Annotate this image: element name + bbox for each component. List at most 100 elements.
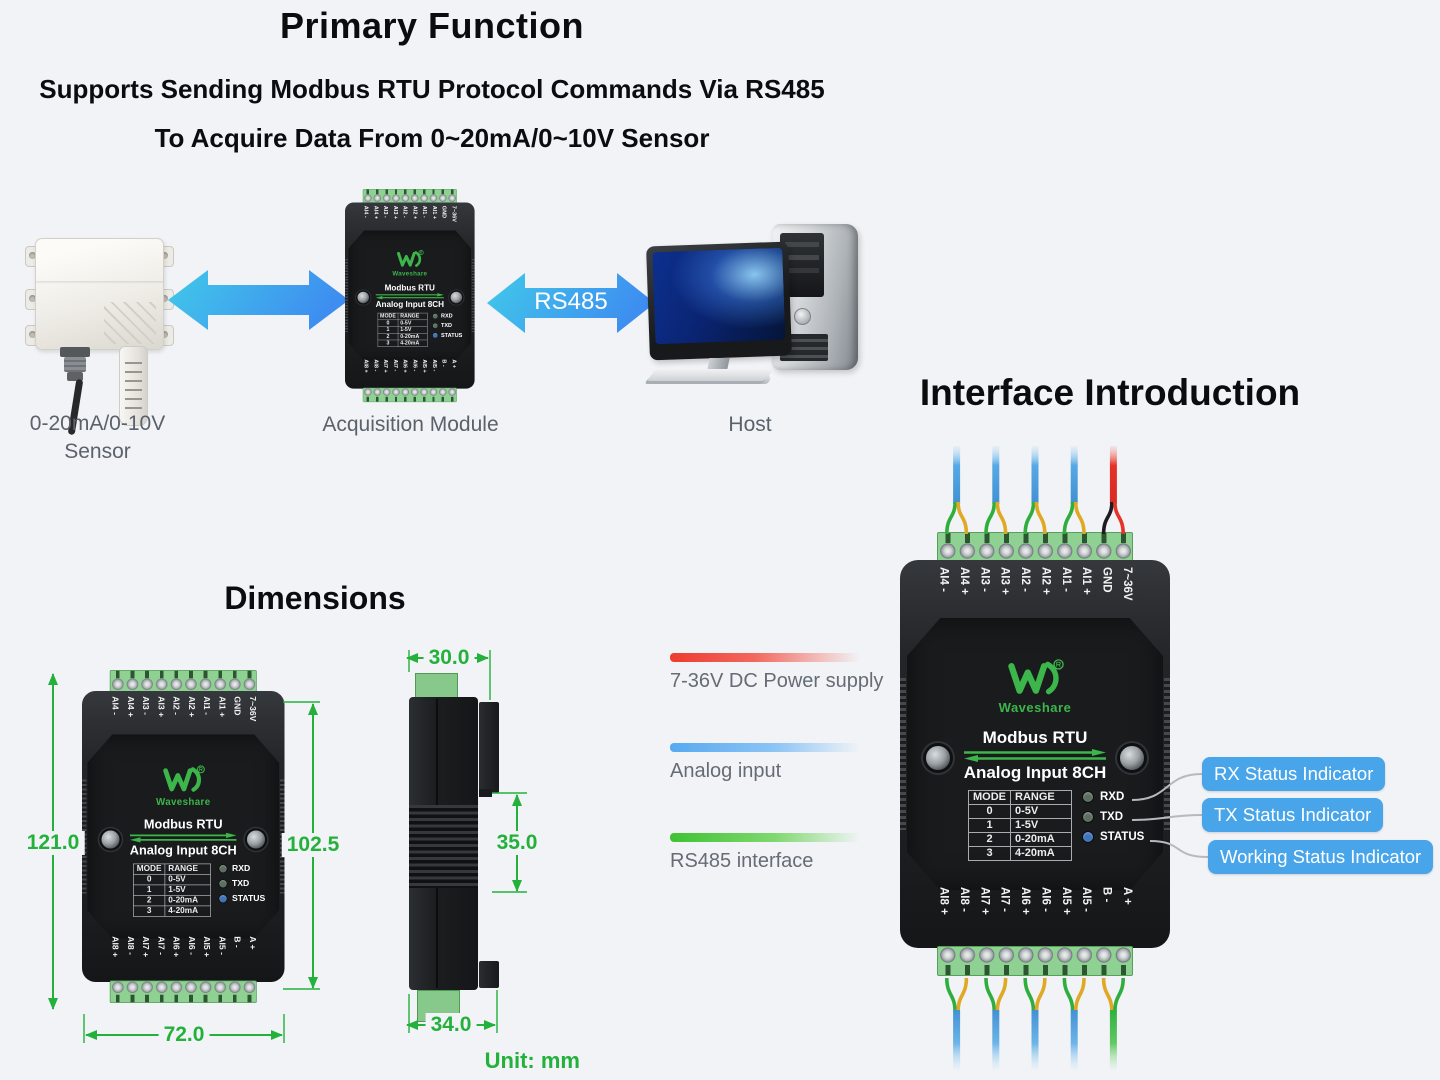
rs485-legend-bar bbox=[670, 833, 860, 842]
mode-cell: 3 bbox=[133, 905, 166, 917]
vent-lines bbox=[104, 302, 156, 344]
terminal-label: AI5 - bbox=[217, 936, 227, 955]
status-led-icon bbox=[432, 332, 439, 339]
led-row-rxd: RXD bbox=[432, 313, 462, 320]
top-terminal-block bbox=[937, 532, 1133, 562]
terminal-label: AI2 + bbox=[411, 205, 418, 220]
mode-cell: 1 bbox=[968, 818, 1011, 833]
mode-range-table: MODE RANGE 0 0-5V 1 1-5V 2 0-20mA 3 bbox=[377, 312, 428, 347]
terminal-label: AI2 + bbox=[1039, 567, 1052, 595]
range-cell: 1-5V bbox=[397, 326, 428, 334]
table-row: 0 0-5V bbox=[133, 874, 211, 886]
terminal-label: AI7 - bbox=[998, 887, 1011, 912]
table-header-row: MODE RANGE bbox=[133, 863, 211, 875]
primary-function-subtitle-2: To Acquire Data From 0~20mA/0~10V Sensor bbox=[154, 123, 710, 153]
terminal-label: GND bbox=[441, 205, 448, 219]
table-header-mode: MODE bbox=[968, 790, 1011, 805]
range-cell: 0-20mA bbox=[397, 332, 428, 341]
terminal-label: AI6 - bbox=[411, 359, 418, 372]
status-led-icon bbox=[218, 894, 228, 904]
analog-input-wires-top bbox=[945, 446, 1125, 535]
terminal-label: AI7 + bbox=[140, 936, 150, 958]
table-row: 2 0-20mA bbox=[377, 332, 428, 341]
table-header-row: MODE RANGE bbox=[377, 312, 428, 321]
terminal-label: AI5 + bbox=[1059, 887, 1072, 915]
cable-gland bbox=[60, 347, 90, 357]
terminal-label: B - bbox=[1100, 887, 1113, 903]
product-title: Modbus RTU bbox=[143, 817, 223, 832]
terminal-label: A + bbox=[451, 359, 457, 368]
range-cell: 0-5V bbox=[1010, 804, 1072, 819]
terminal-label: AI6 + bbox=[402, 359, 408, 373]
dim-label-width: 72.0 bbox=[158, 1023, 210, 1047]
led-indicators: RXD TXD STATUS bbox=[432, 313, 462, 339]
module-caption: Acquisition Module bbox=[322, 413, 499, 436]
module-body: AI4 -AI4 +AI3 -AI3 +AI2 -AI2 +AI1 -AI1 +… bbox=[345, 202, 475, 389]
terminal-screws bbox=[110, 678, 256, 692]
rxd-led-icon bbox=[432, 313, 439, 320]
terminal-label: AI6 + bbox=[171, 936, 181, 958]
mode-cell: 0 bbox=[133, 874, 166, 886]
unit-note: Unit: mm bbox=[484, 1048, 580, 1073]
waveshare-logo-icon bbox=[345, 249, 475, 268]
primary-function-subtitle-1: Supports Sending Modbus RTU Protocol Com… bbox=[39, 74, 825, 104]
rs485-legend-label: RS485 interface bbox=[670, 850, 814, 872]
product-subtitle: Analog Input 8CH bbox=[375, 299, 445, 309]
terminal-clamps bbox=[938, 965, 1132, 975]
terminal-label: AI1 + bbox=[431, 205, 438, 220]
duplex-arrows-icon bbox=[960, 749, 1110, 762]
table-header-mode: MODE bbox=[133, 863, 166, 875]
range-cell: 1-5V bbox=[1010, 818, 1072, 833]
rxd-led-icon bbox=[1082, 791, 1094, 803]
terminal-label: AI1 - bbox=[421, 205, 428, 218]
side-view-din-clip bbox=[479, 789, 492, 797]
tx-status-callout: TX Status Indicator bbox=[1202, 798, 1384, 832]
mode-cell: 0 bbox=[968, 804, 1011, 819]
product-subtitle: Analog Input 8CH bbox=[129, 843, 237, 858]
cable-gland bbox=[67, 372, 83, 381]
terminal-label: AI6 - bbox=[1039, 887, 1052, 912]
table-row: 0 0-5V bbox=[968, 804, 1072, 819]
table-row: 0 0-5V bbox=[377, 319, 428, 327]
bidirectional-arrow-icon bbox=[168, 270, 349, 330]
table-row: 1 1-5V bbox=[133, 884, 211, 896]
terminal-label: GND bbox=[232, 696, 242, 716]
module-body: AI4 -AI4 +AI3 -AI3 +AI2 -AI2 +AI1 -AI1 +… bbox=[900, 560, 1170, 948]
table-row: 1 1-5V bbox=[968, 818, 1072, 833]
module-body: AI4 -AI4 +AI3 -AI3 +AI2 -AI2 +AI1 -AI1 +… bbox=[82, 691, 285, 982]
terminal-label: AI4 - bbox=[110, 696, 120, 715]
bottom-terminal-block bbox=[109, 980, 257, 1003]
terminal-label: AI4 + bbox=[125, 696, 135, 718]
terminal-clamps bbox=[363, 396, 457, 402]
terminal-label: AI7 + bbox=[382, 359, 389, 373]
range-cell: 4-20mA bbox=[164, 905, 211, 917]
terminal-label: AI8 + bbox=[363, 359, 369, 373]
terminal-label: B - bbox=[232, 936, 242, 948]
terminal-screws bbox=[363, 194, 457, 203]
table-row: 2 0-20mA bbox=[968, 832, 1072, 847]
side-view-heatsink-ribs bbox=[409, 805, 478, 888]
cable-gland bbox=[64, 357, 86, 372]
terminal-label: AI1 - bbox=[201, 696, 211, 715]
terminal-label: AI3 - bbox=[978, 567, 991, 592]
terminal-label: 7~36V bbox=[451, 205, 457, 222]
terminal-label: AI8 + bbox=[110, 936, 120, 958]
product-title: Modbus RTU bbox=[384, 283, 435, 293]
mode-range-table: MODE RANGE 0 0-5V 1 1-5V 2 0-20mA 3 bbox=[133, 863, 211, 917]
terminal-label: AI8 + bbox=[937, 887, 950, 915]
led-row-rxd: RXD bbox=[218, 864, 266, 874]
terminal-label: AI2 + bbox=[186, 696, 196, 718]
interface-introduction-title: Interface Introduction bbox=[919, 372, 1301, 413]
led-indicators: RXD TXD STATUS bbox=[218, 864, 266, 904]
led-row-status: STATUS bbox=[1082, 831, 1144, 843]
terminal-label: AI3 + bbox=[998, 567, 1011, 595]
table-header-range: RANGE bbox=[164, 863, 211, 875]
mounting-screw-icon bbox=[450, 291, 463, 304]
bottom-terminal-labels: AI8 +AI8 -AI7 +AI7 -AI6 +AI6 -AI5 +AI5 -… bbox=[937, 887, 1133, 943]
terminal-label: AI7 + bbox=[978, 887, 991, 915]
table-header-mode: MODE bbox=[377, 312, 399, 321]
side-view-din-rail-bottom bbox=[479, 961, 499, 988]
led-row-txd: TXD bbox=[432, 322, 462, 329]
top-terminal-labels: AI4 -AI4 +AI3 -AI3 +AI2 -AI2 +AI1 -AI1 +… bbox=[937, 567, 1133, 619]
